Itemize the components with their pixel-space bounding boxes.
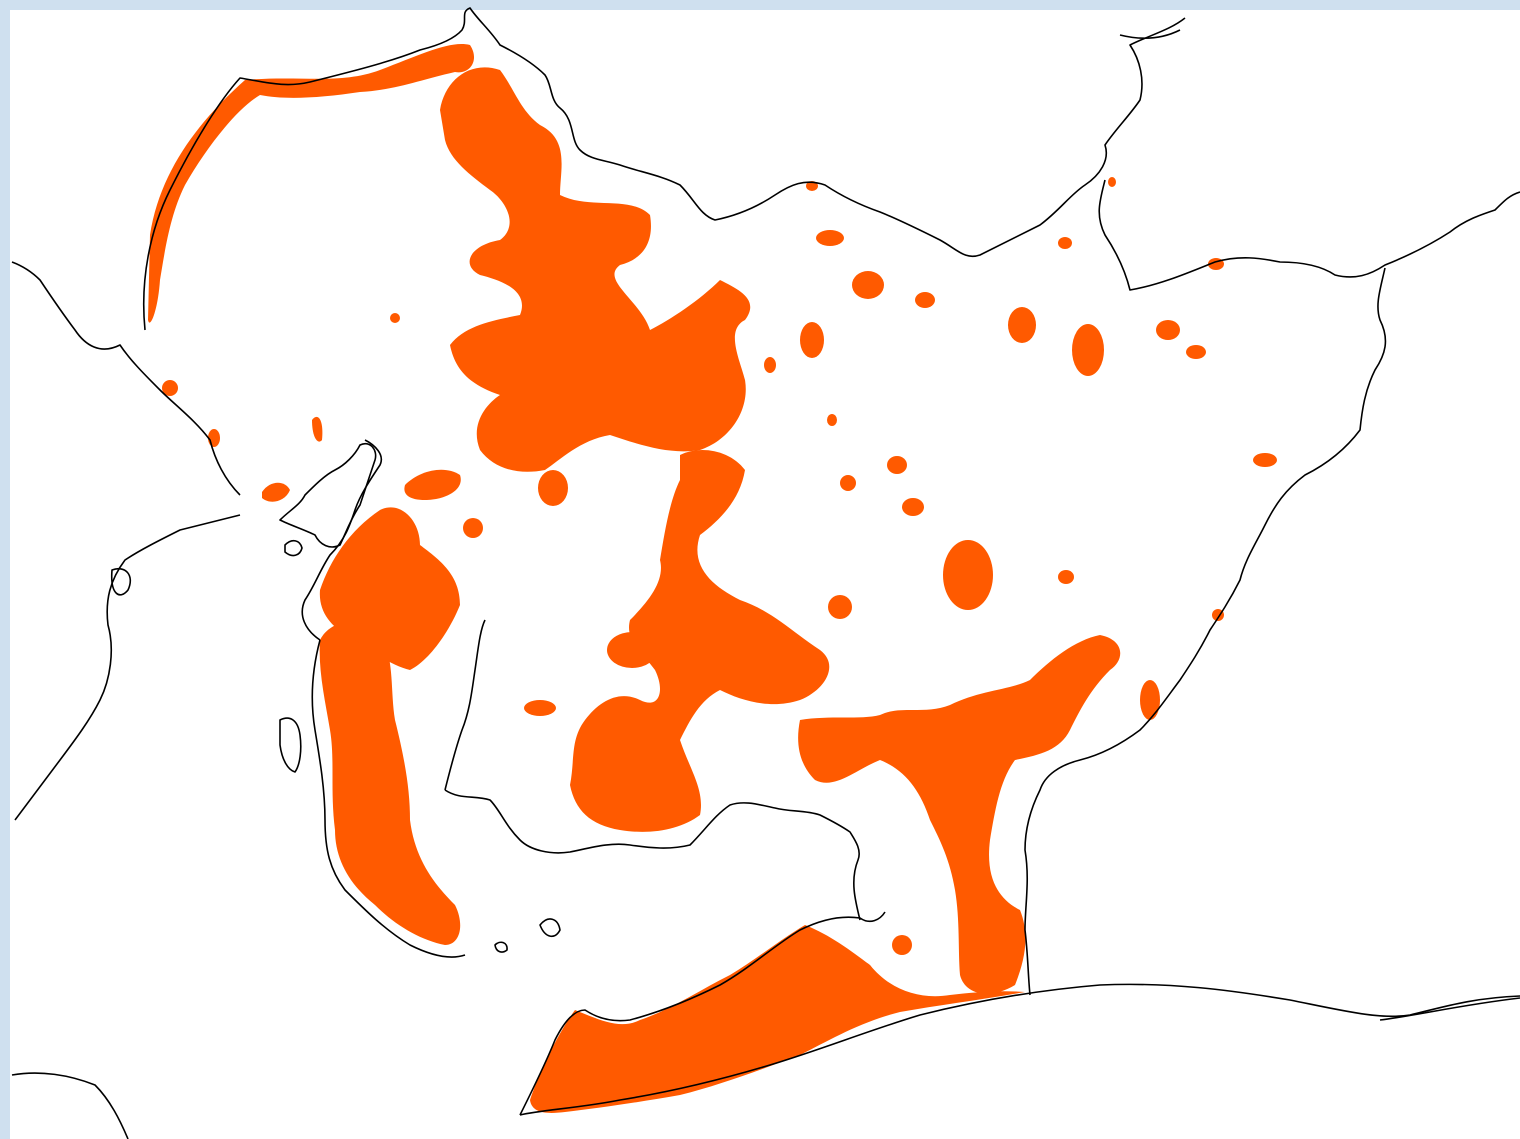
highlight-spot <box>1186 345 1206 359</box>
highlight-spot <box>846 961 874 989</box>
highlight-spot <box>1008 307 1036 343</box>
highlight-spot <box>827 414 837 426</box>
highlight-spot <box>1108 177 1116 187</box>
highlight-spot <box>892 935 912 955</box>
highlight-area-nagoya-spot-b <box>262 482 290 502</box>
highlight-spot <box>1156 320 1180 340</box>
coastline-atsumi-north <box>519 911 886 1116</box>
highlight-spot <box>902 498 924 516</box>
highlight-spot <box>852 271 884 299</box>
highlight-spot <box>764 357 776 373</box>
boundary-west-b <box>14 514 241 821</box>
highlight-area-nagoya-spot-c <box>312 416 323 442</box>
coastline-bay-fragments <box>110 568 132 596</box>
window-top-border <box>0 0 1520 10</box>
highlight-spot <box>1058 237 1072 249</box>
highlight-spot <box>524 700 556 716</box>
highlight-spot <box>538 470 568 506</box>
highlight-area-south-east-band <box>798 635 1121 994</box>
coastline-bay-fragments <box>494 941 508 953</box>
highlight-area-central-band <box>570 450 830 832</box>
highlight-area-chita-peninsula <box>319 621 461 945</box>
highlight-area-northwest-coast <box>148 44 475 323</box>
boundary-northeast-loop <box>1119 29 1181 40</box>
coastline-chita-east <box>444 619 486 791</box>
highlight-spot <box>208 429 220 447</box>
highlight-spot <box>887 456 907 474</box>
highlight-spot <box>816 230 844 246</box>
highlight-spot <box>390 313 400 323</box>
prefecture-outline-east <box>1098 179 1520 291</box>
highlight-spot <box>915 292 935 308</box>
coastline-bay-fragments <box>539 918 561 938</box>
coastline-chita-west <box>311 639 466 958</box>
harbor-outline <box>279 442 377 548</box>
harbor-outline-island <box>284 539 303 557</box>
highlighted-areas <box>148 44 1277 1113</box>
highlight-spot <box>162 380 178 396</box>
highlight-spot <box>806 181 818 191</box>
window-left-border <box>0 0 10 1139</box>
boundary-lines <box>11 7 1520 1139</box>
highlight-spot <box>607 632 657 668</box>
highlight-area-north-central <box>440 67 751 472</box>
prefecture-outline <box>142 7 1186 331</box>
highlight-spot <box>1253 453 1277 467</box>
highlight-area-west-cluster <box>319 507 460 670</box>
highlight-spot <box>463 518 483 538</box>
highlight-area-atsumi-strip <box>530 925 1025 1113</box>
boundary-west <box>11 261 241 496</box>
highlight-spot <box>800 322 824 358</box>
boundary-southwest <box>11 1072 129 1139</box>
highlight-spot <box>840 475 856 491</box>
coastline-pacific <box>519 983 1520 1116</box>
highlight-spot <box>1140 680 1160 720</box>
prefecture-outline-southeast <box>1024 267 1387 996</box>
boundary-east-bottom <box>1379 997 1520 1021</box>
harbor-outline-island <box>279 717 302 773</box>
coastline-mikawa-bay <box>444 789 861 921</box>
highlight-spot <box>1058 570 1074 584</box>
highlight-spot <box>828 595 852 619</box>
highlight-area-nagoya-spot-a <box>404 469 461 500</box>
highlight-spot <box>943 540 993 610</box>
highlight-spot <box>1072 324 1104 376</box>
